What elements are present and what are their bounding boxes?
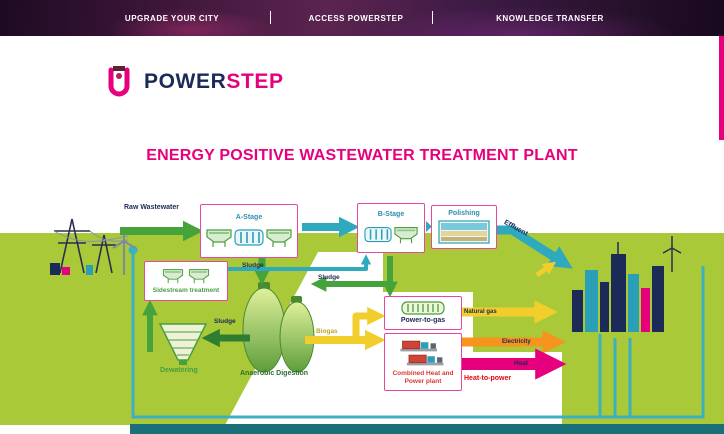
- logo-text-power: POWER: [144, 70, 227, 93]
- sludge-label: Sludge: [242, 262, 264, 269]
- powerstep-logo[interactable]: POWERSTEP: [103, 63, 284, 101]
- nav-separator: [432, 11, 433, 24]
- anaerobic-digestion-label: Anaerobic Digestion: [240, 370, 309, 377]
- heat-to-power-label: Heat-to-power: [464, 375, 512, 382]
- power-grid-illustration: [50, 218, 136, 275]
- effluent-label: Effluent: [502, 219, 529, 238]
- nav-access-powerstep[interactable]: ACCESS POWERSTEP: [308, 13, 404, 23]
- biogas-label: Biogas: [316, 328, 338, 335]
- chp-box: Combined Heat and Power plant: [384, 333, 462, 391]
- power-to-gas-box: Power-to-gas: [384, 296, 462, 330]
- logo-text-step: STEP: [226, 70, 284, 93]
- clarifier-tank-icon: [394, 226, 418, 243]
- clarifier-tank-icon: [162, 268, 184, 283]
- sludge-label: Sludge: [318, 274, 340, 281]
- powerstep-logo-icon: [108, 66, 130, 97]
- b-stage-icons: [364, 225, 418, 245]
- polishing-title: Polishing: [448, 210, 480, 218]
- electrolyzer-icon: [401, 301, 445, 315]
- bottom-pipe-bar: [130, 424, 724, 434]
- heat-label: Heat: [514, 360, 529, 367]
- nav-knowledge-transfer[interactable]: KNOWLEDGE TRANSFER: [496, 13, 604, 23]
- b-stage-box: B-Stage: [357, 203, 425, 253]
- pipe-node: [128, 245, 138, 255]
- a-stage-box: A-Stage: [200, 204, 298, 258]
- nav-separator: [270, 11, 271, 24]
- raw-wastewater-label: Raw Wastewater: [124, 204, 179, 211]
- top-navigation: UPGRADE YOUR CITY ACCESS POWERSTEP KNOWL…: [0, 0, 724, 36]
- dewatering-funnel-icon: [158, 323, 208, 365]
- reuse-arrow: [535, 261, 557, 278]
- polishing-box: Polishing: [431, 205, 497, 249]
- sand-filter-icon: [438, 220, 490, 244]
- digester-icons: [242, 282, 315, 373]
- chp-engine-icons: [400, 340, 444, 366]
- clarifier-tank-icon: [266, 229, 292, 248]
- a-stage-icons: [206, 228, 292, 248]
- sludge-label: Sludge: [214, 318, 236, 325]
- chp-plant-label: Combined Heat and Power plant: [392, 370, 454, 385]
- nav-upgrade-your-city[interactable]: UPGRADE YOUR CITY: [124, 13, 220, 23]
- a-stage-title: A-Stage: [235, 213, 263, 221]
- clarifier-tank-icon: [188, 268, 210, 283]
- site-header: POWERSTEP: [0, 36, 724, 140]
- clarifier-tank-icon: [206, 229, 232, 248]
- accent-strip: [719, 36, 724, 140]
- page-title: ENERGY POSITIVE WASTEWATER TREATMENT PLA…: [146, 147, 578, 164]
- b-stage-title: B-Stage: [377, 211, 405, 219]
- sidestream-treatment-label: Sidestream treatment: [152, 287, 220, 295]
- aeration-tank-icon: [234, 229, 264, 246]
- city-illustration: [572, 236, 682, 332]
- power-to-gas-label: Power-to-gas: [400, 317, 446, 325]
- city-wind-turbine-icon: [662, 236, 682, 272]
- dewatering-label: Dewatering: [160, 367, 198, 374]
- natural-gas-label: Natural gas: [464, 309, 497, 315]
- sidestream-treatment-box: Sidestream treatment: [144, 261, 228, 301]
- wind-turbine-icon: [112, 227, 136, 275]
- sidestream-icons: [161, 268, 211, 284]
- biogas-to-p2g-arrow: [352, 306, 386, 340]
- diagram-green-background: [0, 233, 724, 425]
- aeration-tank-icon: [364, 226, 392, 242]
- logo-text: POWERSTEP: [144, 70, 284, 94]
- electricity-label: Electricity: [502, 339, 531, 345]
